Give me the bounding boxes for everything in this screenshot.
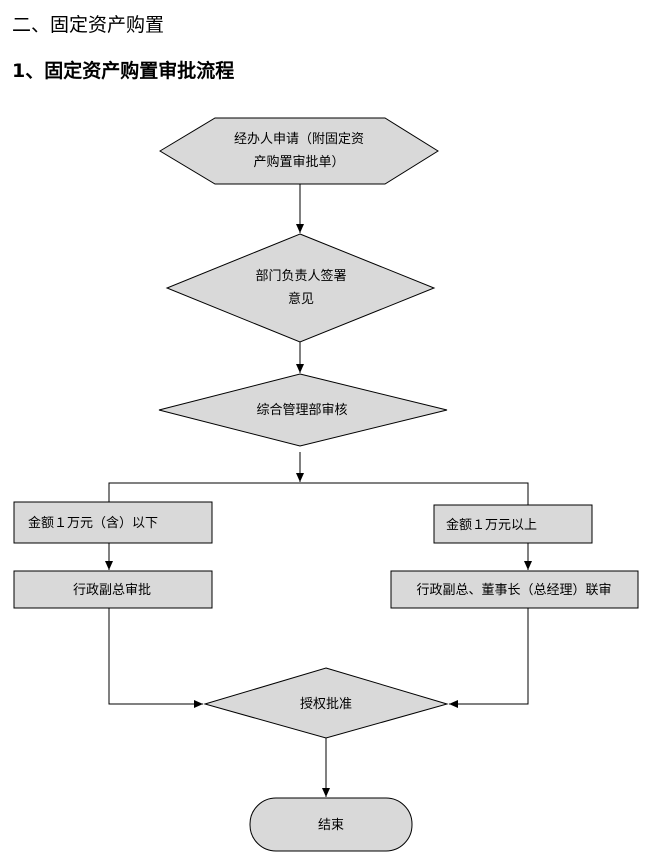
joint-review-label: 行政副总、董事长（总经理）联审 [416, 583, 611, 598]
admin-review-label: 综合管理部审核 [256, 403, 347, 418]
above-10k-label: 金额１万元以上 [446, 517, 537, 533]
connector-split-left [108, 482, 300, 502]
connector-joint-authorize [449, 608, 529, 708]
subsection-heading: 1、固定资产购置审批流程 [12, 60, 235, 82]
vp-approve-node: 行政副总审批 [13, 570, 213, 609]
above-10k-node: 金额１万元以上 [433, 504, 593, 544]
dept-label-line1: 部门负责人签署 [255, 268, 346, 284]
end-label: 结束 [318, 818, 344, 833]
below-10k-node: 金额１万元（含）以下 [13, 501, 213, 544]
dept-node: 部门负责人签署 意见 [165, 233, 436, 343]
dept-label-line2: 意见 [288, 291, 314, 307]
connector-split-right [300, 482, 529, 505]
below-10k-label: 金额１万元（含）以下 [28, 515, 158, 531]
apply-label-line1: 经办人申请（附固定资 [234, 132, 364, 147]
admin-review-node: 综合管理部审核 [158, 373, 448, 447]
connector-vp-authorize [108, 608, 203, 708]
vp-approve-label: 行政副总审批 [73, 583, 151, 598]
authorize-label: 授权批准 [300, 696, 352, 712]
apply-node: 经办人申请（附固定资 产购置审批单） [159, 117, 439, 185]
authorize-node: 授权批准 [203, 667, 449, 739]
apply-label-line2: 产购置审批单） [253, 154, 344, 170]
joint-review-node: 行政副总、董事长（总经理）联审 [390, 570, 639, 609]
end-node: 结束 [249, 797, 413, 852]
section-heading: 二、固定资产购置 [12, 14, 165, 36]
